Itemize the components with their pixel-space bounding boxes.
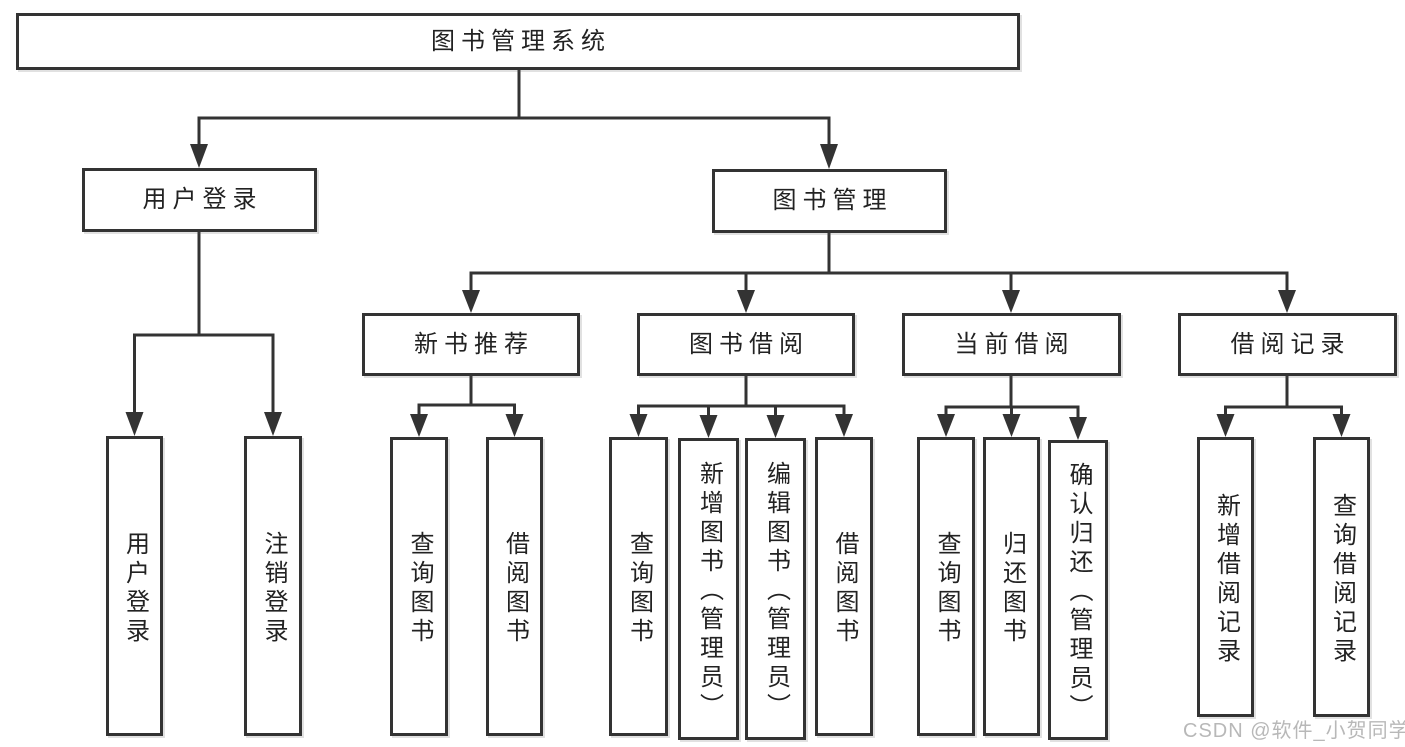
node-user-login: 用户登录 bbox=[82, 168, 317, 232]
leaf-newrec-borrow-books: 借阅图书 bbox=[486, 437, 543, 736]
node-book-management: 图书管理 bbox=[712, 169, 947, 233]
leaf-borrowing-query-books: 查询图书 bbox=[609, 437, 668, 736]
leaf-borrowing-add-books-admin: 新增图书（管理员） bbox=[678, 438, 739, 740]
leaf-logout: 注销登录 bbox=[244, 436, 302, 736]
node-library-management-system: 图书管理系统 bbox=[16, 13, 1020, 70]
leaf-borrowing-edit-books-admin: 编辑图书（管理员） bbox=[745, 438, 806, 740]
leaf-current-confirm-return-admin: 确认归还（管理员） bbox=[1048, 440, 1108, 740]
leaf-borrowing-borrow-books: 借阅图书 bbox=[815, 437, 873, 736]
leaf-records-add-borrow-record: 新增借阅记录 bbox=[1197, 437, 1254, 717]
leaf-user-login: 用户登录 bbox=[106, 436, 163, 736]
node-current-borrowing: 当前借阅 bbox=[902, 313, 1121, 376]
leaf-records-query-borrow-record: 查询借阅记录 bbox=[1313, 437, 1370, 717]
leaf-current-return-books: 归还图书 bbox=[983, 437, 1040, 736]
node-new-book-recommendation: 新书推荐 bbox=[362, 313, 580, 376]
leaf-newrec-query-books: 查询图书 bbox=[390, 437, 448, 736]
node-borrowing-records: 借阅记录 bbox=[1178, 313, 1397, 376]
csdn-watermark: CSDN @软件_小贺同学 bbox=[1183, 720, 1405, 742]
leaf-current-query-books: 查询图书 bbox=[917, 437, 975, 736]
arrowheads bbox=[125, 144, 1351, 440]
node-book-borrowing: 图书借阅 bbox=[637, 313, 855, 376]
connector-paths bbox=[133, 70, 1343, 417]
